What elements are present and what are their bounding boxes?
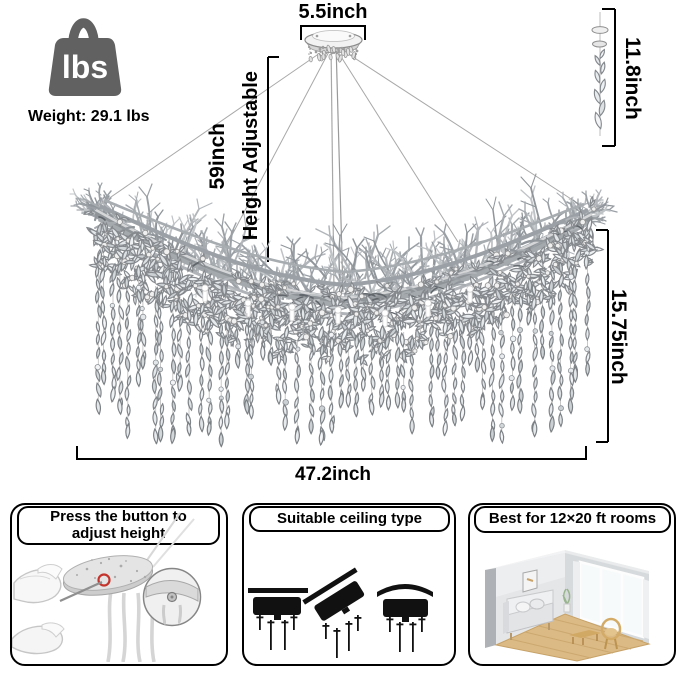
svg-text:lbs: lbs xyxy=(62,49,108,85)
